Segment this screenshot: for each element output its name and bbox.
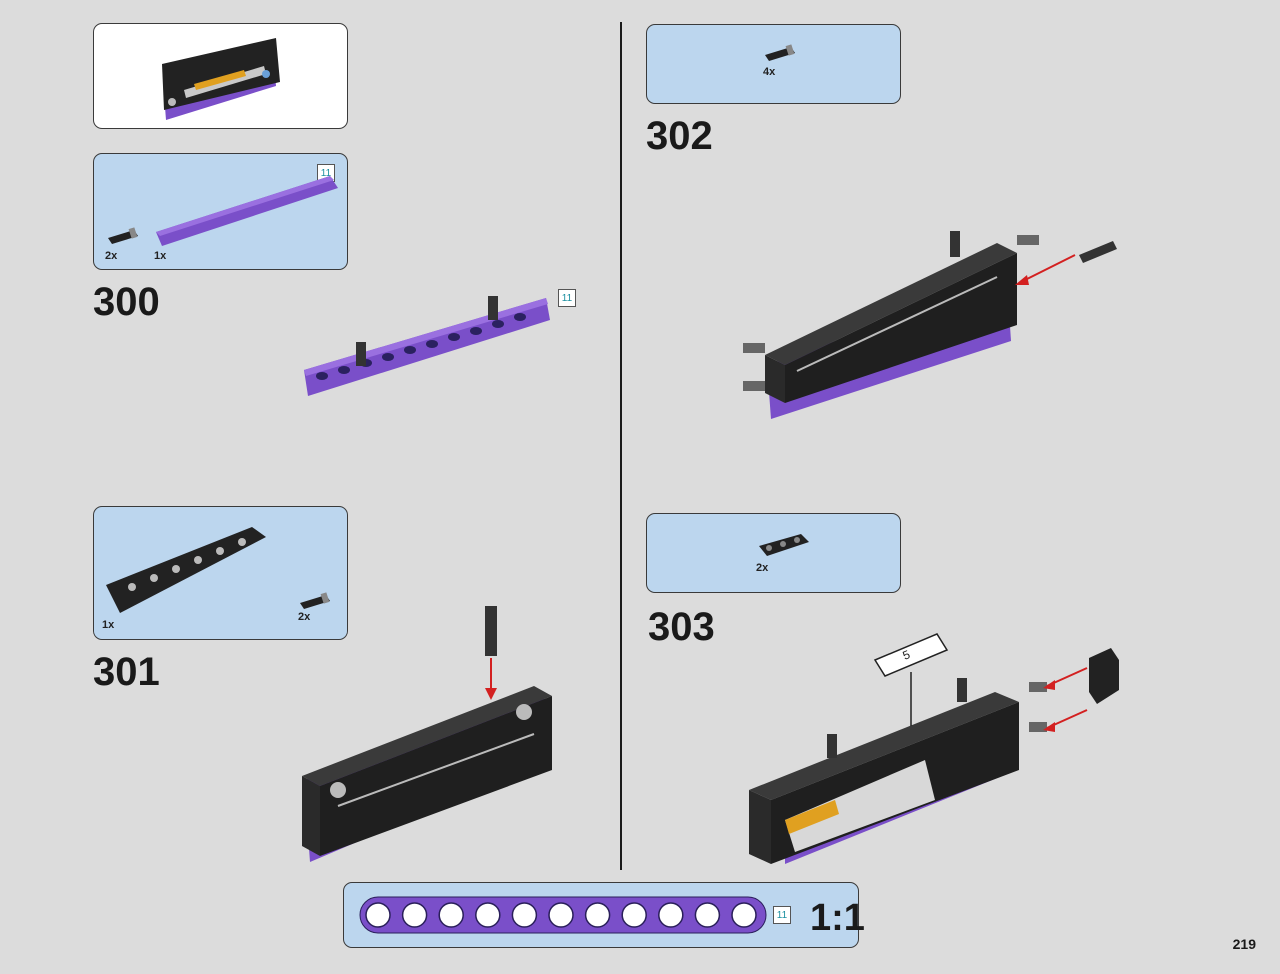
beam-quantity: 2x [756,562,769,574]
pin-part-icon [108,227,138,244]
step-number-301: 301 [93,650,160,694]
scale-beam-hole [548,902,574,928]
scale-beam-hole [365,902,391,928]
scale-beam-hole [621,902,647,928]
step-303-model-image [749,633,1119,864]
scale-beam-hole [401,902,428,928]
step-301-model-image [302,606,552,862]
panel-quantity: 1x [102,619,115,631]
step-number-303: 303 [648,605,715,649]
scale-beam-image [359,896,767,934]
black-panel-part-icon [106,527,266,613]
parts-box-300: 11 2x 1x [93,153,348,270]
parts-box-301: 1x 2x [93,506,348,640]
step-number-302: 302 [646,114,713,158]
pin-part-icon [765,44,795,61]
scale-beam-hole [511,902,538,928]
scale-beam-hole [584,902,611,928]
black-beam-part-icon [759,534,809,556]
scale-ratio-label: 1:1 [810,897,865,939]
pin-quantity: 4x [763,66,776,78]
pin-quantity: 2x [105,250,118,262]
parts-box-302: 4x [646,24,901,104]
column-divider [620,22,622,870]
scale-beam-hole [475,902,501,928]
scale-beam-holes [365,902,757,928]
step-302-model-image [743,231,1117,419]
parts-box-303: 2x [646,513,901,593]
scale-beam-hole [658,902,684,928]
preview-box [93,23,348,129]
pin-part-icon [300,592,330,609]
scale-bar-box: 11 1:1 [343,882,865,948]
scale-length-badge: 11 [773,906,791,924]
step-number-300: 300 [93,280,160,324]
scale-beam-hole [731,902,757,928]
model-beam-length-badge: 11 [558,289,576,307]
step-300-model-image [304,296,550,396]
page-number: 219 [1232,936,1256,952]
scale-beam-hole [694,902,721,928]
pin-quantity: 2x [298,611,311,623]
scale-beam-hole [438,902,464,928]
beam-quantity: 1x [154,250,167,262]
purple-beam-part-icon [156,176,338,246]
preview-model-image [162,38,280,120]
